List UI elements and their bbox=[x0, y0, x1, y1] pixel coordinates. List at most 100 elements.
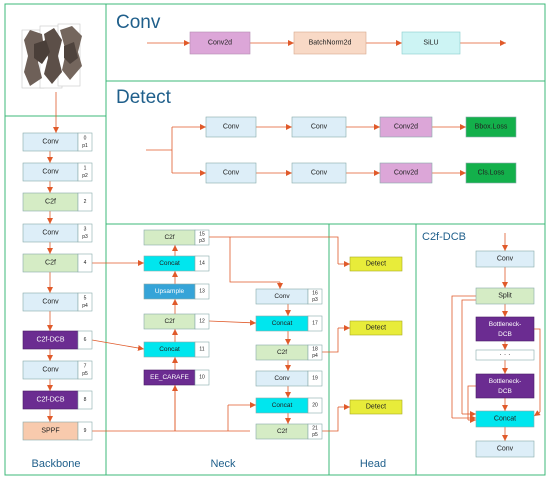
neck-right-block-2-label: C2f bbox=[277, 349, 287, 356]
c2f-dcb-item-4: Bottleneck-DCBBottleneck-DCB bbox=[475, 373, 535, 399]
layer-index-scale: p5 bbox=[82, 371, 88, 377]
head-detect-box-0: Detect bbox=[349, 256, 403, 272]
detect-row2-box-0: Conv bbox=[205, 162, 257, 184]
neck-left-block-3-label: C2f bbox=[164, 318, 174, 325]
detect-row1-box-1-label: Conv bbox=[311, 124, 328, 131]
c2f-dcb-item-0-shape bbox=[475, 250, 535, 268]
layer-index-number: 17 bbox=[312, 321, 318, 327]
head-detect-box-1: Detect bbox=[349, 320, 403, 336]
layer-index-box bbox=[77, 292, 93, 312]
layer-index-number: 18 bbox=[312, 347, 318, 353]
backbone-block-6: C2f-DCB bbox=[22, 330, 79, 350]
layer-index-tag: 13 bbox=[194, 283, 210, 300]
c2f-dcb-item-5-label: Concat bbox=[494, 416, 516, 423]
c2f-dcb-item-2-shape bbox=[475, 316, 535, 342]
layer-index-tag: 20 bbox=[307, 397, 323, 414]
silu-box-shape bbox=[401, 31, 461, 55]
panel-title-head: Head bbox=[360, 458, 386, 470]
backbone-block-9-label: SPPF bbox=[41, 428, 59, 435]
detect-row2-box-2-shape bbox=[379, 162, 433, 184]
head-detect-box-2-shape bbox=[349, 399, 403, 415]
layer-index-tag: 0p1 bbox=[77, 132, 93, 152]
neck-left-block-4: Concat bbox=[143, 341, 196, 358]
flow-arrow bbox=[533, 410, 541, 417]
layer-index-tag: 17 bbox=[307, 315, 323, 332]
layer-index-tag: 10 bbox=[194, 369, 210, 386]
head-detect-box-1-shape bbox=[349, 320, 403, 336]
layer-index-scale: p3 bbox=[82, 234, 88, 240]
layer-index-number: 1 bbox=[84, 165, 87, 171]
detect-row1-box-3-label: Bbox.Loss bbox=[475, 124, 508, 131]
layer-index-box bbox=[307, 370, 323, 387]
detect-row2-box-1: Conv bbox=[291, 162, 347, 184]
layer-index-number: 12 bbox=[199, 319, 205, 325]
backbone-block-2: C2f bbox=[22, 192, 79, 212]
layer-index-scale: p2 bbox=[82, 173, 88, 179]
backbone-block-7: Conv bbox=[22, 360, 79, 380]
backbone-block-3-label: Conv bbox=[42, 230, 59, 237]
layer-index-tag: 1p2 bbox=[77, 162, 93, 182]
c2f-dcb-item-3-label: · · · bbox=[500, 352, 511, 359]
layer-index-tag: 19 bbox=[307, 370, 323, 387]
neck-left-block-2-label: Upsample bbox=[155, 288, 185, 295]
backbone-block-0-label: Conv bbox=[42, 139, 59, 146]
backbone-block-6-label: C2f-DCB bbox=[36, 337, 64, 344]
flow-line bbox=[451, 295, 476, 418]
panel-title-conv: Conv bbox=[116, 12, 161, 33]
backbone-block-4-label: C2f bbox=[45, 260, 56, 267]
layer-index-tag: 14 bbox=[194, 255, 210, 272]
c2f-dcb-item-0: Conv bbox=[475, 250, 535, 268]
c2f-dcb-item-1: Split bbox=[475, 287, 535, 305]
detect-row2-box-2-label: Conv2d bbox=[394, 170, 418, 177]
layer-index-box bbox=[307, 315, 323, 332]
detect-row1-box-2: Conv2d bbox=[379, 116, 433, 138]
layer-index-box bbox=[77, 421, 93, 441]
layer-index-tag: 7p5 bbox=[77, 360, 93, 380]
layer-index-number: 14 bbox=[199, 261, 205, 267]
panel-title-detect: Detect bbox=[116, 87, 172, 108]
c2f-dcb-panel bbox=[415, 223, 546, 476]
detect-row1-box-1: Conv bbox=[291, 116, 347, 138]
layer-index-scale: p4 bbox=[82, 303, 88, 309]
layer-index-scale: p3 bbox=[312, 297, 318, 303]
layer-index-box bbox=[77, 223, 93, 243]
neck-left-block-4-label: Concat bbox=[159, 346, 180, 353]
layer-index-number: 8 bbox=[84, 397, 87, 403]
c2f-dcb-item-5-shape bbox=[475, 410, 535, 428]
batchnorm-box-label: BatchNorm2d bbox=[309, 40, 352, 47]
panel-title-neck: Neck bbox=[210, 458, 236, 470]
neck-right-block-2: C2f bbox=[255, 344, 309, 361]
panel-title-c2fdcb: C2f-DCB bbox=[422, 231, 466, 243]
c2f-dcb-item-3: · · · bbox=[475, 349, 535, 361]
neck-right-block-3: Conv bbox=[255, 370, 309, 387]
neck-left-block-1-label: Concat bbox=[159, 260, 180, 267]
c2f-dcb-item-4-label-line1: Bottleneck- bbox=[489, 378, 522, 385]
layer-index-box bbox=[194, 313, 210, 330]
neck-right-block-4: Concat bbox=[255, 397, 309, 414]
backbone-block-8: C2f-DCB bbox=[22, 390, 79, 410]
layer-index-number: 15 bbox=[199, 232, 205, 238]
layer-index-number: 6 bbox=[84, 337, 87, 343]
detect-row2-box-2: Conv2d bbox=[379, 162, 433, 184]
backbone-block-3: Conv bbox=[22, 223, 79, 243]
backbone-block-0: Conv bbox=[22, 132, 79, 152]
layer-index-box bbox=[77, 192, 93, 212]
layer-index-box bbox=[307, 288, 323, 305]
layer-index-box bbox=[77, 162, 93, 182]
layer-index-tag: 3p3 bbox=[77, 223, 93, 243]
layer-index-number: 3 bbox=[84, 226, 87, 232]
layer-index-tag: 8 bbox=[77, 390, 93, 410]
layer-index-number: 0 bbox=[84, 135, 87, 141]
silu-box: SiLU bbox=[401, 31, 461, 55]
detect-row1-box-3-shape bbox=[465, 116, 517, 138]
panel-frames bbox=[4, 3, 546, 476]
detect-row2-box-3-shape bbox=[465, 162, 517, 184]
edges bbox=[47, 40, 541, 441]
layer-index-box bbox=[307, 397, 323, 414]
